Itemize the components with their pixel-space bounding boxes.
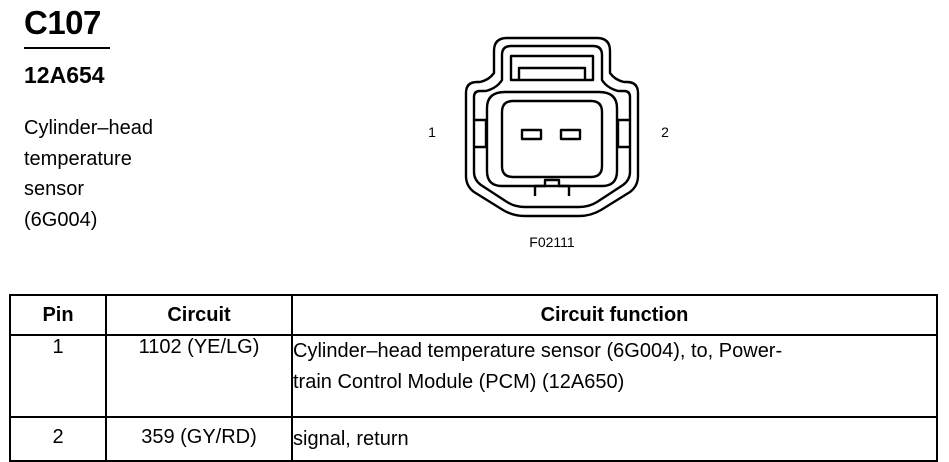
pin-cell: 2	[9, 416, 107, 462]
description-line: Cylinder–head	[24, 117, 153, 139]
terminal-face	[500, 99, 604, 179]
connector-diagram: 1 2 F02111	[428, 36, 669, 250]
table-row: 1 1102 (YE/LG) Cylinder–head temperature…	[9, 334, 938, 418]
circuit-function-cell: Cylinder–head temperature sensor (6G004)…	[291, 334, 938, 418]
terminal-block	[485, 90, 619, 188]
left-rib	[475, 118, 488, 149]
connector-inner-contour	[472, 44, 632, 209]
circuit-cell: 1102 (YE/LG)	[105, 334, 293, 418]
pin-cell: 1	[9, 334, 107, 418]
description-line: temperature	[24, 147, 132, 170]
right-rib	[616, 118, 629, 149]
function-line: Cylinder–head temperature sensor (6G004)…	[293, 340, 783, 362]
header-pin: Pin	[9, 294, 107, 336]
connector-outer-housing	[464, 36, 640, 218]
pin-1-slot	[520, 128, 543, 141]
connector-id: C107	[24, 4, 101, 41]
latch-bar	[517, 66, 587, 80]
connector-description: Cylinder–head temperature sensor (6G004)	[24, 113, 153, 235]
function-line: train Control Module (PCM) (12A650)	[293, 371, 625, 393]
table-row: 2 359 (GY/RD) signal, return	[9, 416, 938, 462]
part-number: 12A654	[24, 62, 105, 88]
description-line: (6G004)	[24, 208, 98, 231]
pin-2-label: 2	[661, 124, 669, 140]
description-line: sensor	[24, 178, 85, 200]
table-header-row: Pin Circuit Circuit function	[9, 294, 938, 336]
pin-1-label: 1	[428, 124, 436, 140]
title-underline	[24, 47, 110, 49]
pin-2-slot	[559, 128, 582, 141]
function-line: signal, return	[293, 428, 409, 450]
pin-circuit-table: Pin Circuit Circuit function 1 1102 (YE/…	[9, 294, 938, 462]
connector-latch	[509, 54, 595, 82]
header-circuit: Circuit	[105, 294, 293, 336]
circuit-function-cell: signal, return	[291, 416, 938, 462]
bottom-key	[533, 178, 571, 196]
figure-code: F02111	[529, 234, 575, 250]
circuit-cell: 359 (GY/RD)	[105, 416, 293, 462]
header-circuit-function: Circuit function	[291, 294, 938, 336]
